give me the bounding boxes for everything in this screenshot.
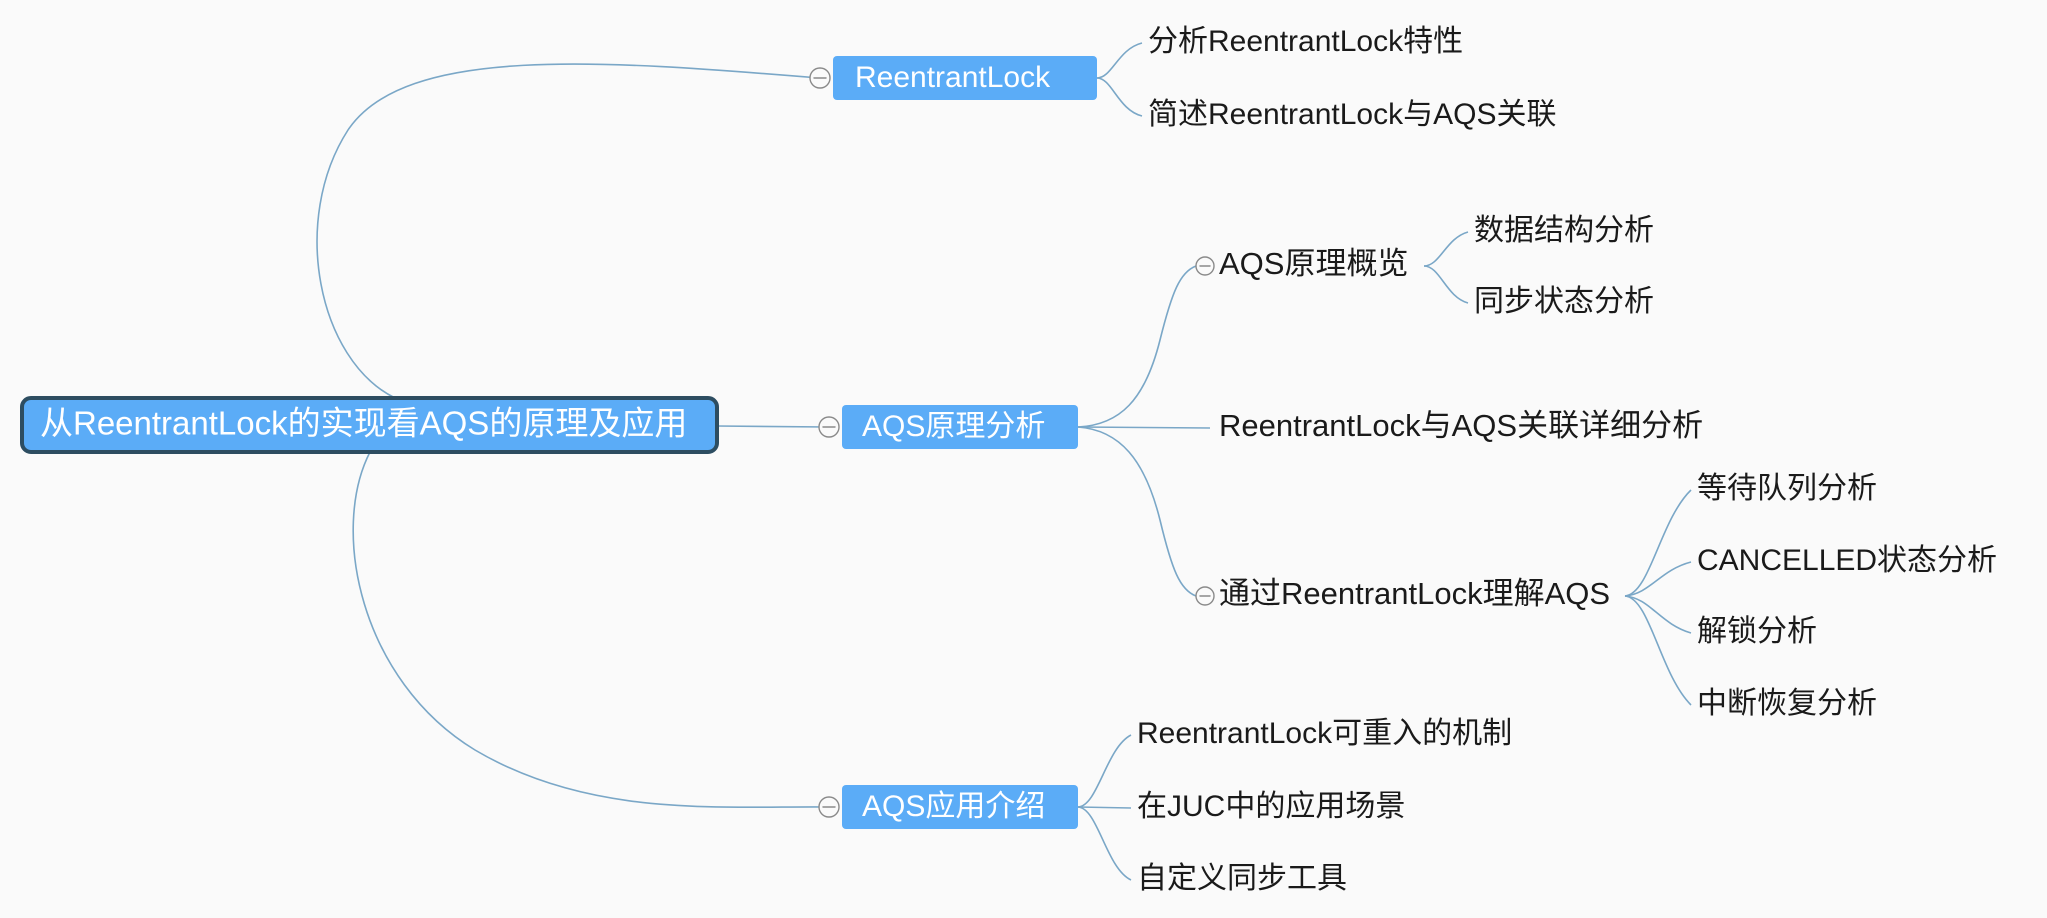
edge-aqs-yingyong-to-child-2 bbox=[1077, 806, 1132, 881]
branch-node-label-reentrantlock: ReentrantLock bbox=[855, 61, 1051, 94]
sub-branch-label: AQS原理概览 bbox=[1219, 246, 1408, 281]
edge-reentrantlock-to-child-1 bbox=[1096, 77, 1143, 117]
collapse-minus-icon[interactable] bbox=[818, 416, 840, 438]
leaf-label: ReentrantLock与AQS关联详细分析 bbox=[1219, 408, 1703, 443]
leaf-node-tongbu-zhuangtai-fenxi[interactable]: 同步状态分析 bbox=[1474, 285, 1654, 318]
leaf-node-dengdai-duilie-fenxi[interactable]: 等待队列分析 bbox=[1697, 472, 1877, 505]
leaf-label: 等待队列分析 bbox=[1697, 472, 1877, 505]
edge-reentrantlock-to-child-0 bbox=[1096, 42, 1143, 79]
leaf-label: 数据结构分析 bbox=[1474, 214, 1654, 247]
leaf-node-juc-yingyong-changjing[interactable]: 在JUC中的应用场景 bbox=[1137, 790, 1405, 823]
branch-node-reentrantlock[interactable]: ReentrantLock bbox=[809, 56, 1097, 100]
leaf-node-zhongduan-huifu-fenxi[interactable]: 中断恢复分析 bbox=[1697, 687, 1877, 720]
edge-aqs-yuanli-to-gailan bbox=[1077, 265, 1197, 428]
leaf-label: 自定义同步工具 bbox=[1137, 862, 1347, 895]
edge-root-to-aqs-yuanli bbox=[716, 425, 829, 428]
leaf-node-fenxi-reentrantlock-texing[interactable]: 分析ReentrantLock特性 bbox=[1148, 25, 1463, 58]
edges-aqs-yuanli-children bbox=[1077, 265, 1211, 597]
edge-aqs-yingyong-to-child-1 bbox=[1077, 806, 1132, 809]
edge-aqs-yuanli-to-lijie bbox=[1077, 426, 1197, 597]
branch-node-label-aqs-yingyong-jieshao: AQS应用介绍 bbox=[862, 790, 1045, 823]
leaf-node-jianshu-reentrantlock-aqs[interactable]: 简述ReentrantLock与AQS关联 bbox=[1148, 98, 1556, 131]
leaf-label: ReentrantLock可重入的机制 bbox=[1137, 717, 1512, 750]
leaf-label: 同步状态分析 bbox=[1474, 285, 1654, 318]
edge-lijie-to-child-2 bbox=[1624, 595, 1692, 634]
leaf-label: CANCELLED状态分析 bbox=[1697, 544, 1997, 577]
collapse-minus-icon[interactable] bbox=[809, 67, 831, 89]
branch-node-aqs-yuanli-fenxi[interactable]: AQS原理分析 bbox=[818, 405, 1078, 449]
edge-aqs-yingyong-to-child-0 bbox=[1077, 734, 1132, 808]
edges-reentrantlock-children bbox=[1096, 42, 1143, 117]
root-node-box[interactable] bbox=[20, 396, 719, 454]
sub-branch-node-tongguo-reentrantlock-lijie-aqs[interactable]: 通过ReentrantLock理解AQS bbox=[1195, 576, 1610, 611]
edge-gailan-to-child-1 bbox=[1423, 265, 1469, 304]
root-node-label: 从ReentrantLock的实现看AQS的原理及应用 bbox=[40, 405, 687, 442]
branch-node-aqs-yingyong-jieshao[interactable]: AQS应用介绍 bbox=[818, 785, 1078, 829]
branch-node-box-reentrantlock[interactable] bbox=[833, 56, 1097, 100]
edges-root-level1 bbox=[316, 63, 829, 809]
sub-branch-label: 通过ReentrantLock理解AQS bbox=[1219, 576, 1610, 611]
leaf-label: 解锁分析 bbox=[1697, 615, 1817, 648]
leaf-node-reentrantlock-kechongru-jizhi[interactable]: ReentrantLock可重入的机制 bbox=[1137, 717, 1512, 750]
collapse-minus-icon[interactable] bbox=[1195, 586, 1215, 606]
sub-branch-node-aqs-yuanli-gailan[interactable]: AQS原理概览 bbox=[1195, 246, 1408, 281]
leaf-node-cancelled-zhuangtai-fenxi[interactable]: CANCELLED状态分析 bbox=[1697, 544, 1997, 577]
edge-gailan-to-child-0 bbox=[1423, 231, 1469, 267]
collapse-minus-icon[interactable] bbox=[1195, 256, 1215, 276]
leaf-label: 分析ReentrantLock特性 bbox=[1148, 25, 1463, 58]
edges-aqs-yingyong-children bbox=[1077, 734, 1132, 881]
root-node[interactable]: 从ReentrantLock的实现看AQS的原理及应用 bbox=[20, 396, 719, 454]
edges-gailan-children bbox=[1423, 231, 1469, 304]
leaf-node-jiesuo-fenxi[interactable]: 解锁分析 bbox=[1697, 615, 1817, 648]
edge-aqs-yuanli-to-guanlian bbox=[1077, 426, 1211, 429]
leaf-node-shuju-jiegou-fenxi[interactable]: 数据结构分析 bbox=[1474, 214, 1654, 247]
edges-lijie-children bbox=[1624, 489, 1692, 706]
edge-lijie-to-child-0 bbox=[1624, 489, 1692, 597]
edge-root-to-aqs-yingyong bbox=[352, 451, 829, 809]
branch-node-label-aqs-yuanli-fenxi: AQS原理分析 bbox=[862, 410, 1045, 443]
leaf-label: 简述ReentrantLock与AQS关联 bbox=[1148, 98, 1556, 131]
leaf-node-reentrantlock-aqs-guanlian-xiangxi[interactable]: ReentrantLock与AQS关联详细分析 bbox=[1219, 408, 1703, 443]
edge-root-to-reentrantlock bbox=[316, 63, 820, 399]
branch-node-box-aqs-yingyong-jieshao[interactable] bbox=[842, 785, 1078, 829]
edge-lijie-to-child-3 bbox=[1624, 595, 1692, 706]
edge-lijie-to-child-1 bbox=[1624, 561, 1692, 597]
branch-node-box-aqs-yuanli-fenxi[interactable] bbox=[842, 405, 1078, 449]
leaf-node-zidingyi-tongbu-gongju[interactable]: 自定义同步工具 bbox=[1137, 862, 1347, 895]
leaf-label: 中断恢复分析 bbox=[1697, 687, 1877, 720]
collapse-minus-icon[interactable] bbox=[818, 796, 840, 818]
leaf-label: 在JUC中的应用场景 bbox=[1137, 790, 1405, 823]
